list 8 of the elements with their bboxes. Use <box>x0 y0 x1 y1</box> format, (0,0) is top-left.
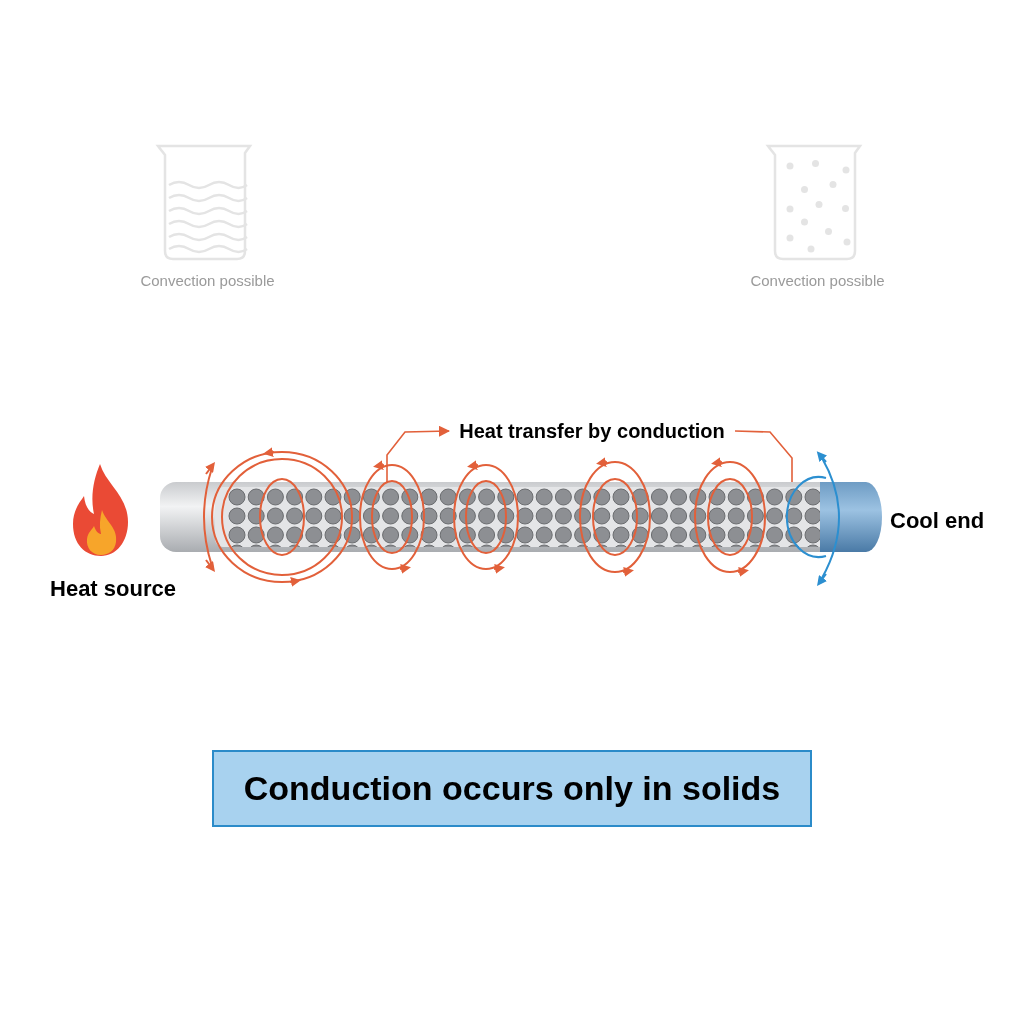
caption-banner: Conduction occurs only in solids <box>212 750 812 827</box>
callout-label: Heat transfer by conduction <box>452 416 732 446</box>
text-label: Convection possible <box>139 271 276 291</box>
text-label: Convection possible <box>749 271 886 291</box>
text-label: Cool end <box>890 507 986 535</box>
leader-line <box>734 430 793 483</box>
arrow <box>386 425 451 483</box>
text-label: Heat source <box>49 575 177 603</box>
